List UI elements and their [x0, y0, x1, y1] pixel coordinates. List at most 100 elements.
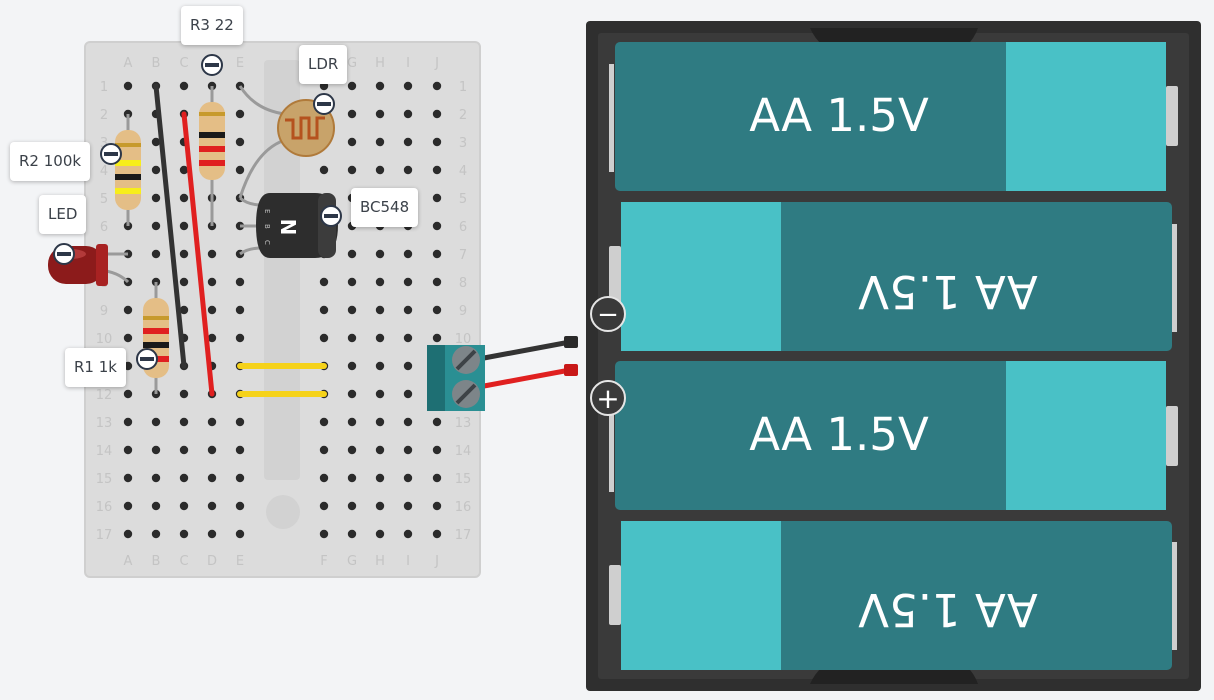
breadboard-hole[interactable]	[347, 361, 357, 371]
breadboard-hole[interactable]	[179, 221, 189, 231]
breadboard-hole[interactable]	[319, 501, 329, 511]
breadboard-hole[interactable]	[403, 81, 413, 91]
breadboard-hole[interactable]	[179, 165, 189, 175]
breadboard-hole[interactable]	[432, 305, 442, 315]
breadboard-hole[interactable]	[123, 333, 133, 343]
breadboard-hole[interactable]	[347, 333, 357, 343]
breadboard-hole[interactable]	[403, 417, 413, 427]
battery-cell-1[interactable]: AA 1.5V	[609, 42, 1178, 191]
breadboard-hole[interactable]	[123, 445, 133, 455]
breadboard-hole[interactable]	[207, 501, 217, 511]
breadboard-hole[interactable]	[375, 137, 385, 147]
battery-pack[interactable]: AA 1.5V AA 1.5V AA 1.5V AA 1.5V	[586, 21, 1201, 691]
breadboard-hole[interactable]	[207, 249, 217, 259]
breadboard-hole[interactable]	[432, 473, 442, 483]
battery-black-lead[interactable]	[483, 339, 571, 361]
breadboard-hole[interactable]	[432, 221, 442, 231]
breadboard-hole[interactable]	[375, 417, 385, 427]
breadboard-hole[interactable]	[207, 529, 217, 539]
breadboard-hole[interactable]	[179, 501, 189, 511]
breadboard-hole[interactable]	[151, 473, 161, 483]
breadboard-hole[interactable]	[319, 529, 329, 539]
breadboard-hole[interactable]	[123, 473, 133, 483]
breadboard-hole[interactable]	[179, 305, 189, 315]
breadboard-hole[interactable]	[123, 417, 133, 427]
breadboard-hole[interactable]	[432, 529, 442, 539]
breadboard-hole[interactable]	[207, 417, 217, 427]
breadboard-hole[interactable]	[347, 501, 357, 511]
breadboard-hole[interactable]	[375, 81, 385, 91]
breadboard-hole[interactable]	[403, 109, 413, 119]
breadboard-hole[interactable]	[319, 277, 329, 287]
breadboard-hole[interactable]	[432, 165, 442, 175]
breadboard-hole[interactable]	[375, 361, 385, 371]
breadboard-hole[interactable]	[207, 473, 217, 483]
breadboard-hole[interactable]	[151, 137, 161, 147]
breadboard-hole[interactable]	[403, 529, 413, 539]
breadboard-hole[interactable]	[375, 529, 385, 539]
breadboard-hole[interactable]	[235, 305, 245, 315]
breadboard-hole[interactable]	[375, 333, 385, 343]
breadboard-hole[interactable]	[151, 165, 161, 175]
r3-pin-marker[interactable]	[201, 54, 223, 76]
led-callout[interactable]: LED	[39, 195, 87, 234]
breadboard-hole[interactable]	[151, 501, 161, 511]
breadboard-hole[interactable]	[179, 277, 189, 287]
breadboard-hole[interactable]	[347, 249, 357, 259]
bc548-pin-marker[interactable]	[320, 205, 342, 227]
r2-resistor[interactable]	[115, 114, 141, 226]
breadboard-hole[interactable]	[207, 305, 217, 315]
breadboard-hole[interactable]	[347, 165, 357, 175]
breadboard-hole[interactable]	[375, 109, 385, 119]
breadboard-hole[interactable]	[179, 81, 189, 91]
breadboard-hole[interactable]	[403, 249, 413, 259]
ldr-callout[interactable]: LDR	[299, 45, 348, 84]
breadboard-hole[interactable]	[235, 137, 245, 147]
breadboard-hole[interactable]	[151, 445, 161, 455]
breadboard-hole[interactable]	[375, 277, 385, 287]
r3-callout[interactable]: R3 22	[181, 6, 243, 45]
r2-pin-marker[interactable]	[100, 143, 122, 165]
breadboard-hole[interactable]	[235, 417, 245, 427]
breadboard-hole[interactable]	[235, 333, 245, 343]
battery-cell-4[interactable]: AA 1.5V	[609, 521, 1177, 670]
breadboard-hole[interactable]	[123, 389, 133, 399]
breadboard-hole[interactable]	[432, 81, 442, 91]
breadboard-hole[interactable]	[375, 305, 385, 315]
breadboard-hole[interactable]	[403, 305, 413, 315]
terminal-block[interactable]	[427, 336, 578, 411]
bc548-callout[interactable]: BC548	[351, 188, 419, 227]
battery-positive-terminal[interactable]: +	[590, 380, 626, 416]
r2-callout[interactable]: R2 100k	[10, 142, 91, 181]
breadboard-hole[interactable]	[403, 165, 413, 175]
breadboard-hole[interactable]	[347, 417, 357, 427]
breadboard-hole[interactable]	[179, 529, 189, 539]
breadboard-hole[interactable]	[235, 109, 245, 119]
breadboard-hole[interactable]	[403, 137, 413, 147]
r1-callout[interactable]: R1 1k	[65, 348, 126, 387]
breadboard-hole[interactable]	[235, 473, 245, 483]
breadboard-hole[interactable]	[123, 529, 133, 539]
breadboard-hole[interactable]	[403, 501, 413, 511]
breadboard-hole[interactable]	[207, 277, 217, 287]
breadboard-hole[interactable]	[235, 445, 245, 455]
breadboard-hole[interactable]	[347, 137, 357, 147]
breadboard-hole[interactable]	[347, 305, 357, 315]
breadboard-hole[interactable]	[151, 193, 161, 203]
breadboard-hole[interactable]	[432, 137, 442, 147]
breadboard-hole[interactable]	[319, 333, 329, 343]
breadboard-hole[interactable]	[432, 277, 442, 287]
breadboard-hole[interactable]	[347, 389, 357, 399]
breadboard-hole[interactable]	[375, 389, 385, 399]
battery-cell-3[interactable]: AA 1.5V	[609, 361, 1178, 510]
breadboard-hole[interactable]	[319, 445, 329, 455]
breadboard-hole[interactable]	[403, 473, 413, 483]
breadboard-hole[interactable]	[375, 501, 385, 511]
breadboard-hole[interactable]	[347, 109, 357, 119]
ldr-pin-marker[interactable]	[313, 93, 335, 115]
breadboard-hole[interactable]	[151, 529, 161, 539]
breadboard-hole[interactable]	[432, 109, 442, 119]
breadboard-hole[interactable]	[151, 221, 161, 231]
breadboard-hole[interactable]	[123, 81, 133, 91]
breadboard-hole[interactable]	[207, 445, 217, 455]
